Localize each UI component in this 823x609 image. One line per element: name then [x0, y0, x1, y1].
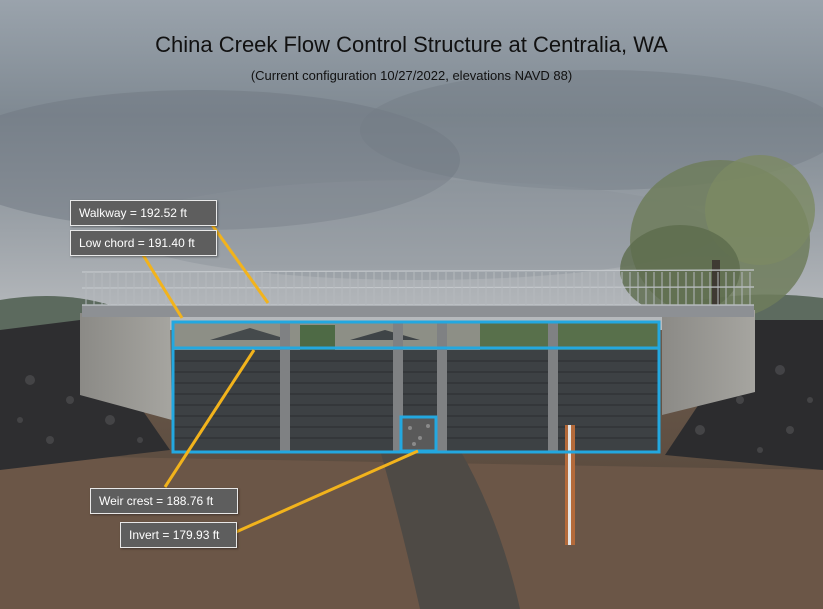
invert-leader — [235, 449, 419, 534]
cloud — [120, 180, 720, 280]
image-title: China Creek Flow Control Structure at Ce… — [155, 32, 668, 57]
walkway-label: Walkway = 192.52 ft — [70, 200, 217, 226]
railing — [81, 269, 755, 306]
image-subtitle: (Current configuration 10/27/2022, eleva… — [250, 68, 573, 83]
bridge-deck — [82, 305, 754, 317]
leader-lines — [138, 214, 419, 534]
weir-crest-leader — [163, 349, 256, 488]
invert-opening — [402, 418, 436, 451]
creek-channel — [380, 450, 520, 609]
invert-box — [399, 415, 438, 453]
rock-pile-right — [665, 320, 823, 470]
piers — [280, 322, 558, 452]
low-chord-label: Low chord = 191.40 ft — [70, 230, 217, 256]
invert-label: Invert = 179.93 ft — [120, 522, 237, 548]
cloud — [360, 70, 823, 190]
stoplog-board-lines — [172, 360, 660, 439]
low-chord-leader — [138, 249, 184, 319]
cloud — [0, 90, 460, 230]
wing-wall-left — [80, 313, 172, 420]
wing-wall-right — [662, 310, 755, 415]
weir-crest-label: Weir crest = 188.76 ft — [90, 488, 238, 514]
walkway-leader — [203, 214, 270, 304]
